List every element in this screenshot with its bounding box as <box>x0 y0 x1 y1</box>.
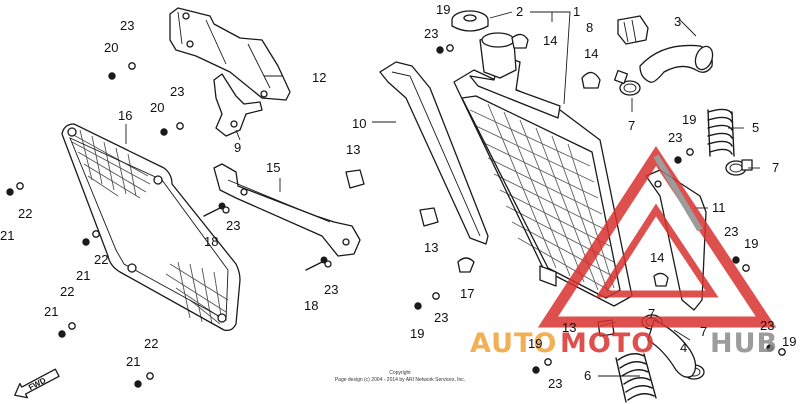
callout-17[interactable]: 17 <box>460 286 474 301</box>
fasteners <box>6 44 786 388</box>
callout-22-c[interactable]: 22 <box>60 284 74 299</box>
callout-22-d[interactable]: 22 <box>144 336 158 351</box>
callout-21-a[interactable]: 21 <box>0 228 14 243</box>
callout-23-j[interactable]: 23 <box>548 376 562 391</box>
callout-23-a[interactable]: 23 <box>120 18 134 33</box>
callout-21-c[interactable]: 21 <box>44 304 58 319</box>
callout-14-a[interactable]: 14 <box>543 33 557 48</box>
copyright-line-1: Copyright <box>389 370 411 376</box>
callout-19-e[interactable]: 19 <box>528 336 542 351</box>
grommet-part-13a <box>345 169 365 189</box>
callout-19-b[interactable]: 19 <box>682 112 696 127</box>
callout-15[interactable]: 15 <box>266 160 280 175</box>
upper-bracket-part-12 <box>169 7 291 101</box>
callout-23-d[interactable]: 23 <box>226 218 240 233</box>
callout-18-b[interactable]: 18 <box>304 298 318 313</box>
automotohub-watermark: AUTO MOTO HUB <box>470 145 778 359</box>
callout-16[interactable]: 16 <box>118 108 132 123</box>
radiator-core-fins <box>469 103 617 293</box>
callout-23-f[interactable]: 23 <box>434 310 448 325</box>
callout-11[interactable]: 11 <box>712 200 726 215</box>
radiator-shroud-part-16 <box>61 123 241 332</box>
callout-19-c[interactable]: 19 <box>744 236 758 251</box>
callout-22-a[interactable]: 22 <box>18 206 32 221</box>
callout-14-c[interactable]: 14 <box>650 250 664 265</box>
cap-part-14c <box>653 272 669 287</box>
watermark-triangle-outer <box>537 145 777 328</box>
radiator-assembly-part-1 <box>453 57 633 307</box>
rubber-cap-part-14a <box>511 33 529 49</box>
callout-7-c[interactable]: 7 <box>648 306 655 321</box>
filler-cap-part-2 <box>451 10 489 32</box>
callout-9[interactable]: 9 <box>234 140 241 155</box>
callout-1[interactable]: 1 <box>573 4 580 19</box>
copyright-line-2: Page design (c) 2004 - 2014 by ARI Netwo… <box>335 377 465 383</box>
upper-hose-part-3 <box>639 44 714 83</box>
callout-7-d[interactable]: 7 <box>700 324 707 339</box>
watermark-triangle-inner <box>595 203 719 298</box>
callout-21-b[interactable]: 21 <box>76 268 90 283</box>
callout-23-e[interactable]: 23 <box>324 282 338 297</box>
callout-7-b[interactable]: 7 <box>772 160 779 175</box>
grommet-part-13b <box>419 207 439 227</box>
callout-21-d[interactable]: 21 <box>126 354 140 369</box>
callout-6[interactable]: 6 <box>584 368 591 383</box>
callout-19-f[interactable]: 19 <box>782 334 796 349</box>
callout-18-a[interactable]: 18 <box>204 234 218 249</box>
watermark-hub: HUB <box>710 328 778 359</box>
callout-3[interactable]: 3 <box>674 14 681 29</box>
callout-13-a[interactable]: 13 <box>346 142 360 157</box>
callout-5[interactable]: 5 <box>752 120 759 135</box>
callout-23-i[interactable]: 23 <box>760 318 774 333</box>
hose-clamp-part-7b <box>725 159 753 176</box>
lower-hose-assembly <box>647 319 697 378</box>
filler-neck <box>479 32 517 79</box>
coiled-hose-part-6 <box>615 353 657 403</box>
callout-13-b[interactable]: 13 <box>424 240 438 255</box>
forward-direction-arrow: FWD <box>14 368 60 399</box>
callout-14-b[interactable]: 14 <box>584 46 598 61</box>
callout-4[interactable]: 4 <box>680 340 687 355</box>
callout-23-b[interactable]: 23 <box>170 84 184 99</box>
rubber-cap-part-14b <box>581 71 601 89</box>
coiled-hose-part-5 <box>707 108 735 157</box>
callout-20-b[interactable]: 20 <box>150 100 164 115</box>
cushion-part-17 <box>457 257 475 273</box>
callout-20-a[interactable]: 20 <box>104 40 118 55</box>
shroud-mesh-lower <box>165 261 229 325</box>
bracket-part-9 <box>213 73 263 137</box>
watermark-auto: AUTO <box>470 328 557 359</box>
callout-23-g[interactable]: 23 <box>668 130 682 145</box>
callout-19-d[interactable]: 19 <box>410 326 424 341</box>
radiator-side-cover-part-10 <box>379 61 489 245</box>
callout-7-a[interactable]: 7 <box>628 118 635 133</box>
watermark-moto: MOTO <box>560 328 655 359</box>
callout-2[interactable]: 2 <box>516 4 523 19</box>
callout-22-b[interactable]: 22 <box>94 252 108 267</box>
thermo-switch-part-8 <box>617 15 649 45</box>
callout-labels: 1 2 3 4 5 6 7 7 7 7 8 9 10 11 12 13 13 1… <box>0 2 796 391</box>
callout-13-c[interactable]: 13 <box>562 320 576 335</box>
hose-clamp-part-7a <box>613 69 641 96</box>
callout-10[interactable]: 10 <box>352 116 366 131</box>
watermark-swoosh <box>653 154 703 232</box>
shroud-mesh-upper <box>67 129 151 199</box>
stay-part-15 <box>213 163 361 257</box>
callout-12[interactable]: 12 <box>312 70 326 85</box>
callout-8[interactable]: 8 <box>586 20 593 35</box>
callout-23-h[interactable]: 23 <box>724 224 738 239</box>
callout-19-a[interactable]: 19 <box>436 2 450 17</box>
callout-23-c[interactable]: 23 <box>424 26 438 41</box>
